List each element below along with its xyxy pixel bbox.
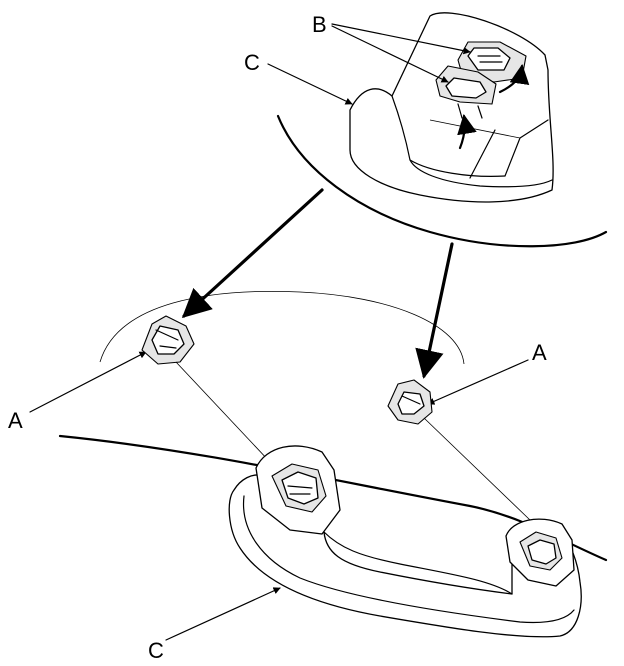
label-a-left: A: [8, 408, 23, 433]
detail-clip-b: [435, 41, 527, 119]
detail-inset: [276, 12, 608, 248]
clip-a-left: [141, 315, 195, 365]
detail-release-arrow-lower: [457, 114, 477, 150]
leader-a-left: [29, 351, 147, 413]
leader-c-bottom: [165, 587, 281, 641]
label-c-top: C: [244, 50, 260, 75]
grab-handle-body: [228, 474, 582, 638]
label-c-bottom: C: [148, 638, 164, 663]
leader-b-to-upper-clip: [331, 23, 471, 55]
pointer-arrow-right-clip: [415, 242, 454, 379]
clip-a-right: [387, 379, 433, 425]
guide-line-left: [175, 361, 271, 463]
label-a-right: A: [532, 340, 547, 365]
detail-boundary-arc: [276, 114, 608, 248]
grab-handle: [228, 445, 582, 638]
leader-b-to-lower-clip: [331, 25, 449, 83]
leader-c-to-detail: [267, 63, 353, 105]
pointer-arrow-left-clip: [181, 188, 324, 318]
leader-a-right: [427, 359, 529, 405]
detail-release-arrow-upper: [498, 64, 530, 94]
guide-line-right: [423, 417, 531, 521]
label-b-top: B: [312, 12, 327, 37]
